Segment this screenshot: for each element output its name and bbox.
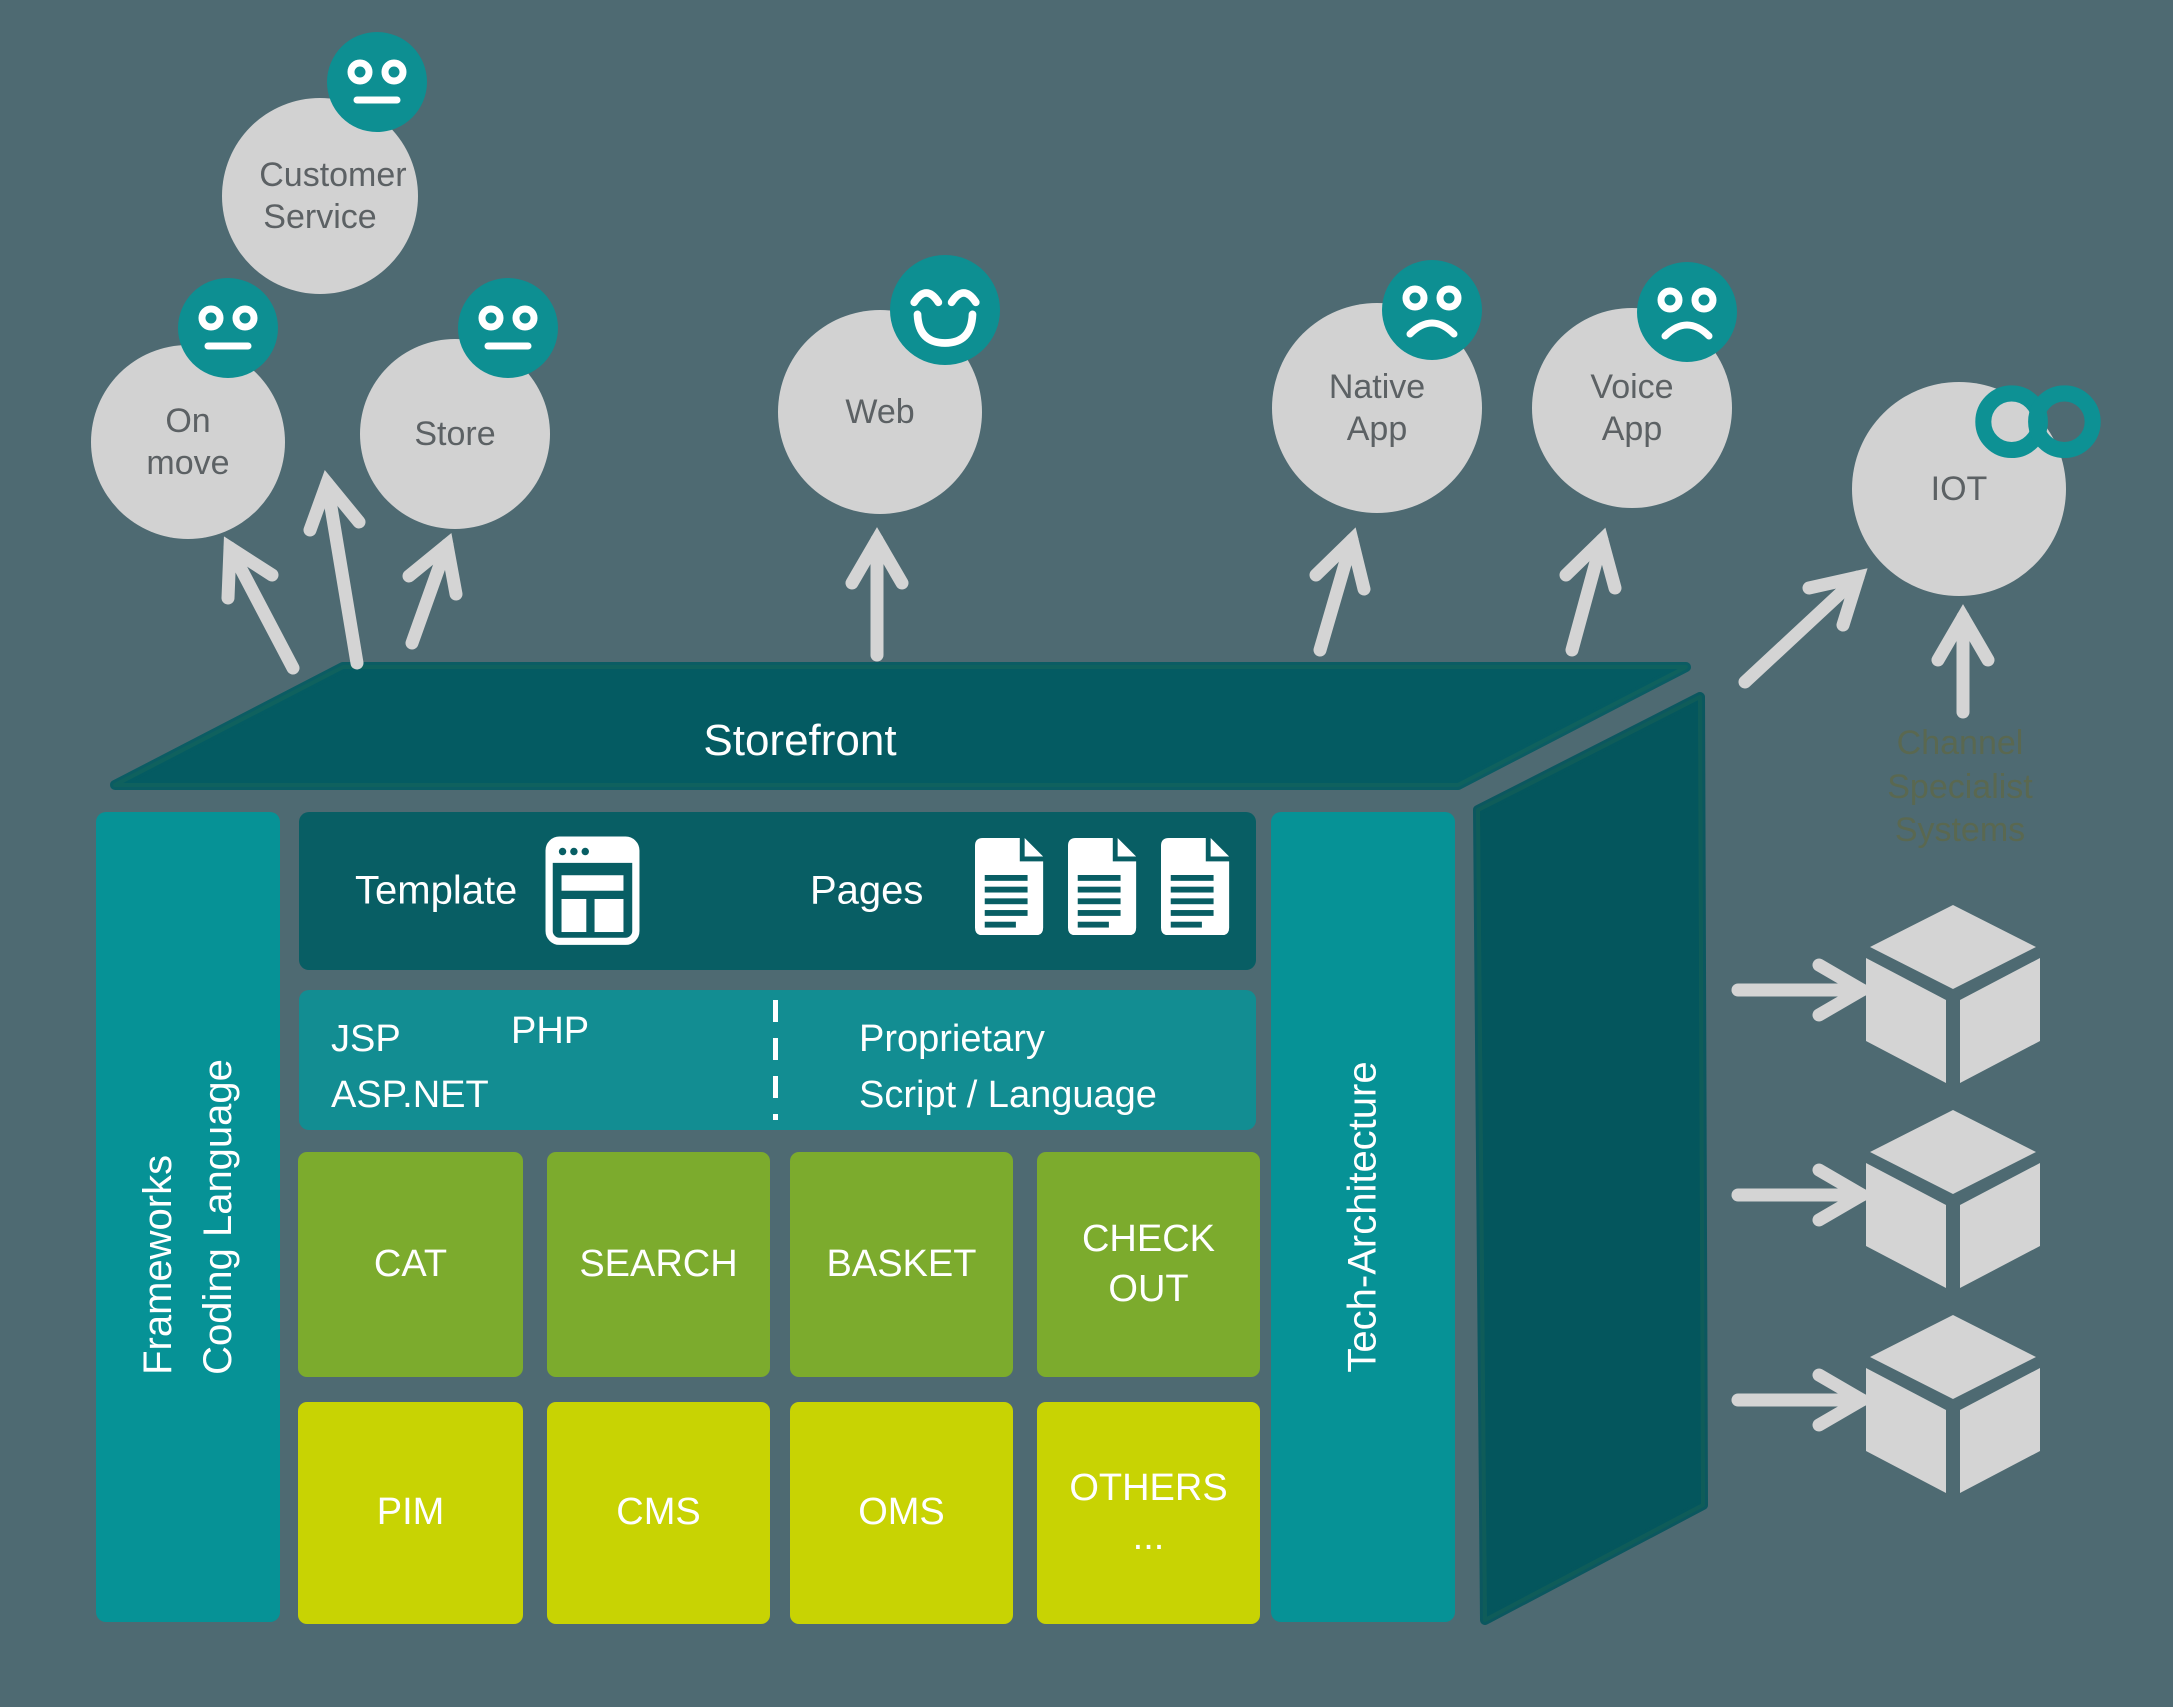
storefront-top-face-inner	[110, 662, 1691, 790]
dashed-divider	[773, 1000, 778, 1120]
storefront-title: Storefront	[703, 716, 897, 765]
channel-on-move: On move	[91, 278, 285, 539]
template-browser-icon	[545, 836, 640, 946]
arrow-to-web	[845, 527, 909, 662]
channel-bubble: On move	[91, 345, 285, 539]
neutral-face-icon	[458, 278, 558, 378]
channel-label: Voice App	[1590, 367, 1674, 449]
channel-label: On move	[146, 401, 230, 483]
tech-architecture-rail: Tech-Architecture	[1271, 812, 1455, 1622]
rail-label: Tech-Architecture	[1341, 1061, 1386, 1373]
arrow-to-customer-service	[303, 470, 366, 670]
pages-label: Pages	[810, 868, 924, 913]
module-others: OTHERS ...	[1037, 1402, 1260, 1624]
channel-label: Native App	[1328, 367, 1426, 449]
module-cat: CAT	[298, 1152, 523, 1377]
page-document-icon	[1068, 838, 1142, 946]
module-cms: CMS	[547, 1402, 770, 1624]
php-label: PHP	[511, 1010, 590, 1052]
arrow-diagonal-to-iot	[1738, 568, 1868, 689]
storefront-side-face-inner	[1473, 692, 1708, 1625]
arrow-to-cube-3	[1731, 1368, 1875, 1432]
channel-specialist-systems-note: Channel Specialist Systems	[1887, 724, 2033, 850]
channel-native-app: Native App	[1272, 260, 1482, 513]
proprietary-label-line1: Proprietary	[859, 1018, 1045, 1060]
channel-label: Customer Service	[259, 155, 407, 237]
channel-label: Web	[845, 392, 915, 431]
sad-face-icon	[1382, 260, 1482, 360]
sad-face-icon	[1637, 262, 1737, 362]
infinity-icon	[1972, 384, 2104, 464]
page-document-icon	[975, 838, 1049, 946]
channel-store: Store	[360, 278, 558, 529]
jsp-label: JSP	[331, 1018, 401, 1060]
coding-language-bar: JSP ASP.NET PHP Proprietary Script / Lan…	[299, 990, 1256, 1130]
module-search: SEARCH	[547, 1152, 770, 1377]
happy-face-icon	[890, 255, 1000, 365]
module-basket: BASKET	[790, 1152, 1013, 1377]
cube-icon-2	[1866, 1110, 2040, 1288]
channel-label: Store	[414, 414, 496, 453]
arrow-to-store	[402, 533, 463, 650]
template-label: Template	[355, 868, 518, 913]
template-pages-bar: Template Pages	[299, 812, 1256, 970]
neutral-face-icon	[178, 278, 278, 378]
arrow-to-on-move	[221, 536, 300, 675]
module-checkout: CHECK OUT	[1037, 1152, 1260, 1377]
neutral-face-icon	[327, 32, 427, 132]
frameworks-coding-language-rail: Frameworks Coding Language	[96, 812, 280, 1622]
arrow-to-native-app	[1309, 527, 1371, 657]
channel-iot: IOT	[1852, 382, 2101, 596]
channel-label: IOT	[1930, 469, 1988, 508]
channel-web: Web	[778, 255, 1000, 514]
module-pim: PIM	[298, 1402, 523, 1624]
arrow-to-cube-1	[1731, 958, 1875, 1022]
cube-icon-1	[1866, 905, 2040, 1083]
arrow-up-to-iot	[1931, 604, 1995, 719]
aspnet-label: ASP.NET	[331, 1074, 489, 1116]
page-document-icon	[1161, 838, 1235, 946]
arrow-to-cube-2	[1731, 1163, 1875, 1227]
proprietary-label-line2: Script / Language	[859, 1074, 1157, 1116]
module-oms: OMS	[790, 1402, 1013, 1624]
channel-customer-service: Customer Service	[222, 32, 427, 294]
cube-icon-3	[1866, 1315, 2040, 1493]
rail-label: Frameworks Coding Language	[136, 1059, 240, 1375]
arrow-to-voice-app	[1559, 527, 1622, 657]
channel-voice-app: Voice App	[1532, 262, 1737, 508]
